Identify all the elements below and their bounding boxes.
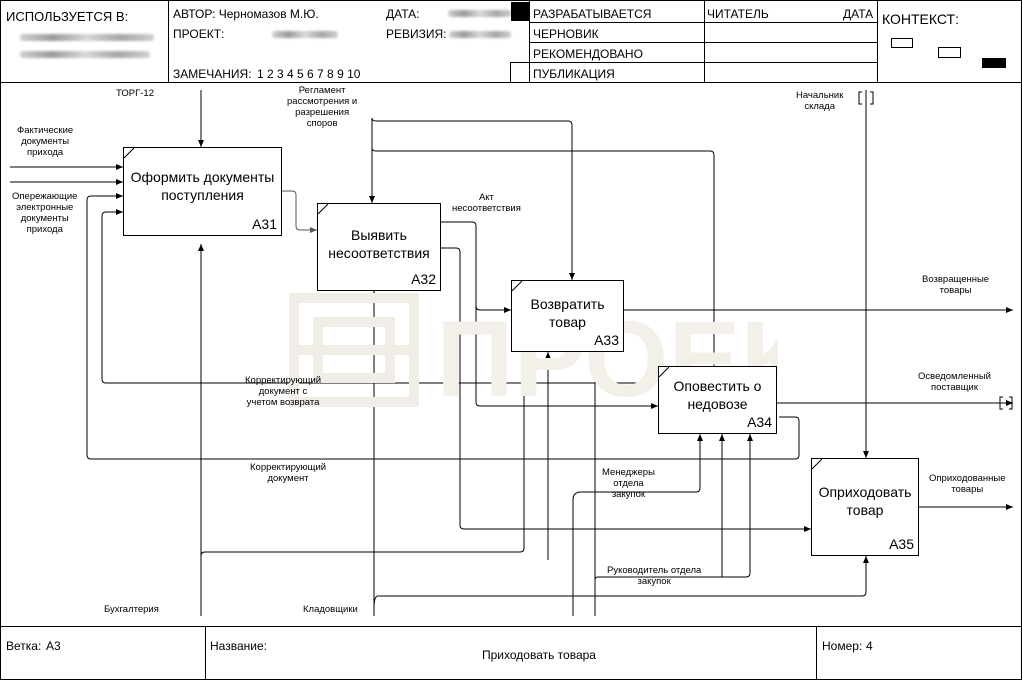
redacted-date (448, 10, 512, 17)
arrow-label-correcting: Корректирующий документ (250, 462, 327, 484)
arrow-label-act: Акт несоответствия (452, 192, 521, 214)
arrow-label-advance-docs: Опережающие электронные документы приход… (12, 191, 78, 235)
branch-label: Ветка: (6, 639, 42, 653)
redacted-revision (449, 31, 511, 38)
activity-number: A31 (252, 216, 277, 232)
arrow-label-informed-supplier: Осведомленный поставщик (918, 371, 991, 393)
context-box-current (982, 58, 1006, 68)
notes-label: ЗАМЕЧАНИЯ: (173, 67, 252, 81)
project-label: ПРОЕКТ: (173, 27, 225, 41)
activity-title: Возвратить товар (530, 296, 605, 331)
box-corner-mark (659, 367, 669, 377)
number-value: 4 (866, 639, 873, 653)
arrow-label-fact-docs: Фактические документы прихода (17, 125, 74, 158)
diagram-name: Приходовать товара (482, 648, 596, 662)
context-label: КОНТЕКСТ: (882, 11, 959, 27)
activity-box-a33[interactable]: Возвратить товар A33 (511, 280, 624, 352)
reader-label: ЧИТАТЕЛЬ (707, 7, 769, 21)
arrow-label-returned: Возвращенные товары (922, 274, 990, 296)
activity-number: A34 (747, 414, 772, 430)
arrow-label-head-purchasing: Руководитель отдела закупок (607, 565, 702, 587)
name-label: Название: (210, 639, 267, 653)
box-corner-mark (512, 281, 522, 291)
redacted-used-in (20, 34, 154, 41)
arrow-label-managers: Менеджеры отдела закупок (602, 467, 655, 500)
arrow-label-correcting-return: Корректирующий документ с учетом возврат… (245, 375, 322, 408)
status-recommended: РЕКОМЕНДОВАНО (533, 47, 643, 61)
activity-box-a35[interactable]: Оприходовать товар A35 (811, 458, 919, 556)
arrow-label-warehouse-head: Начальник склада (796, 90, 844, 112)
status-publication: ПУБЛИКАЦИЯ (533, 67, 615, 81)
number-label: Номер: (822, 639, 863, 653)
activity-box-a34[interactable]: Оповестить о недовозе A34 (658, 366, 777, 434)
context-box-2 (938, 47, 961, 58)
used-in-label: ИСПОЛЬЗУЕТСЯ В: (6, 9, 129, 24)
branch-value: A3 (46, 639, 61, 653)
redacted-used-in-2 (20, 51, 150, 58)
arrow-label-regulation: Регламент рассмотрения и разрешения спор… (287, 85, 358, 129)
activity-title: Выявить несоответствия (328, 227, 430, 262)
box-corner-mark (124, 148, 134, 158)
context-box-1 (891, 38, 913, 48)
notes-numbers: 1 2 3 4 5 6 7 8 9 10 (257, 67, 361, 81)
activity-box-a31[interactable]: Оформить документы поступления A31 (123, 147, 282, 236)
author-label: АВТОР: Черномазов М.Ю. (173, 7, 319, 21)
activity-title: Оповестить о недовозе (673, 378, 762, 413)
status-in-development: РАЗРАБАТЫВАЕТСЯ (533, 7, 652, 21)
arrow-label-posted: Оприходованные товары (929, 473, 1006, 495)
box-corner-mark (318, 204, 328, 214)
revision-label: РЕВИЗИЯ: (386, 27, 447, 41)
arrow-label-torg12: ТОРГ-12 (116, 88, 154, 99)
activity-number: A33 (594, 332, 619, 348)
activity-box-a32[interactable]: Выявить несоответствия A32 (317, 203, 441, 291)
redacted-project (272, 31, 338, 38)
activity-title: Оприходовать товар (818, 484, 912, 519)
date-label: ДАТА: (386, 7, 420, 21)
activity-number: A35 (889, 536, 914, 552)
arrow-label-storekeepers: Кладовщики (303, 604, 358, 615)
box-corner-mark (812, 459, 822, 469)
reader-date-label: ДАТА (843, 7, 874, 21)
activity-title: Оформить документы поступления (130, 169, 275, 204)
redacted-date-block (511, 2, 529, 21)
arrow-label-accounting: Бухгалтерия (104, 604, 159, 615)
status-draft: ЧЕРНОВИК (533, 27, 599, 41)
activity-number: A32 (411, 271, 436, 287)
